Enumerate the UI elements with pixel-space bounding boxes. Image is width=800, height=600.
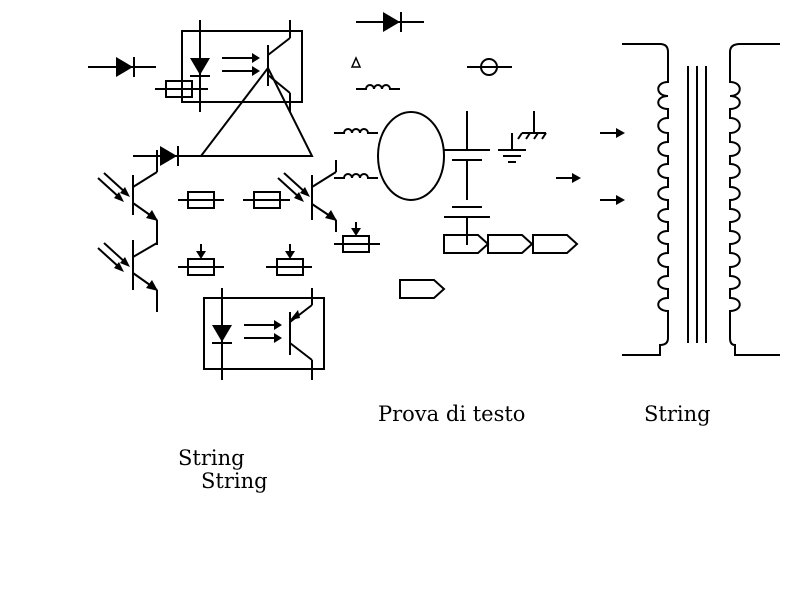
ellipse-shape <box>377 111 445 201</box>
arrow-icon <box>600 128 625 138</box>
phototransistor-icon <box>277 160 337 232</box>
diode-icon <box>133 146 201 166</box>
string-label-left-2: String <box>201 469 268 493</box>
resistor-icon <box>243 191 290 209</box>
connector-icon <box>487 234 534 254</box>
resistor-icon <box>155 80 208 98</box>
optocoupler-icon <box>203 288 325 380</box>
string-label-left-1: String <box>178 446 245 470</box>
diode-icon <box>88 57 156 77</box>
phototransistor-icon <box>97 240 158 312</box>
ground-icon <box>498 133 526 163</box>
transformer-icon <box>622 43 780 356</box>
potentiometer-icon <box>334 222 380 253</box>
antenna-icon <box>467 58 512 76</box>
connector-icon <box>399 279 446 299</box>
string-label-right: String <box>644 402 711 426</box>
capacitor-icon <box>444 206 490 245</box>
triangle-shape <box>198 66 314 157</box>
connector-icon <box>532 234 579 254</box>
arrow-icon <box>556 173 581 183</box>
inductor-icon <box>356 84 400 90</box>
inductor-icon <box>334 173 378 179</box>
arrow-icon <box>600 195 625 205</box>
marker-icon <box>350 56 362 68</box>
phototransistor-icon <box>97 150 158 245</box>
capacitor-icon <box>444 111 490 200</box>
prova-label: Prova di testo <box>378 402 526 426</box>
diode-icon <box>356 12 424 32</box>
inductor-icon <box>334 128 378 134</box>
connector-icon <box>443 234 490 254</box>
resistor-icon <box>178 191 224 209</box>
ground-icon <box>517 111 547 140</box>
potentiometer-icon <box>178 244 224 276</box>
potentiometer-icon <box>266 244 312 276</box>
